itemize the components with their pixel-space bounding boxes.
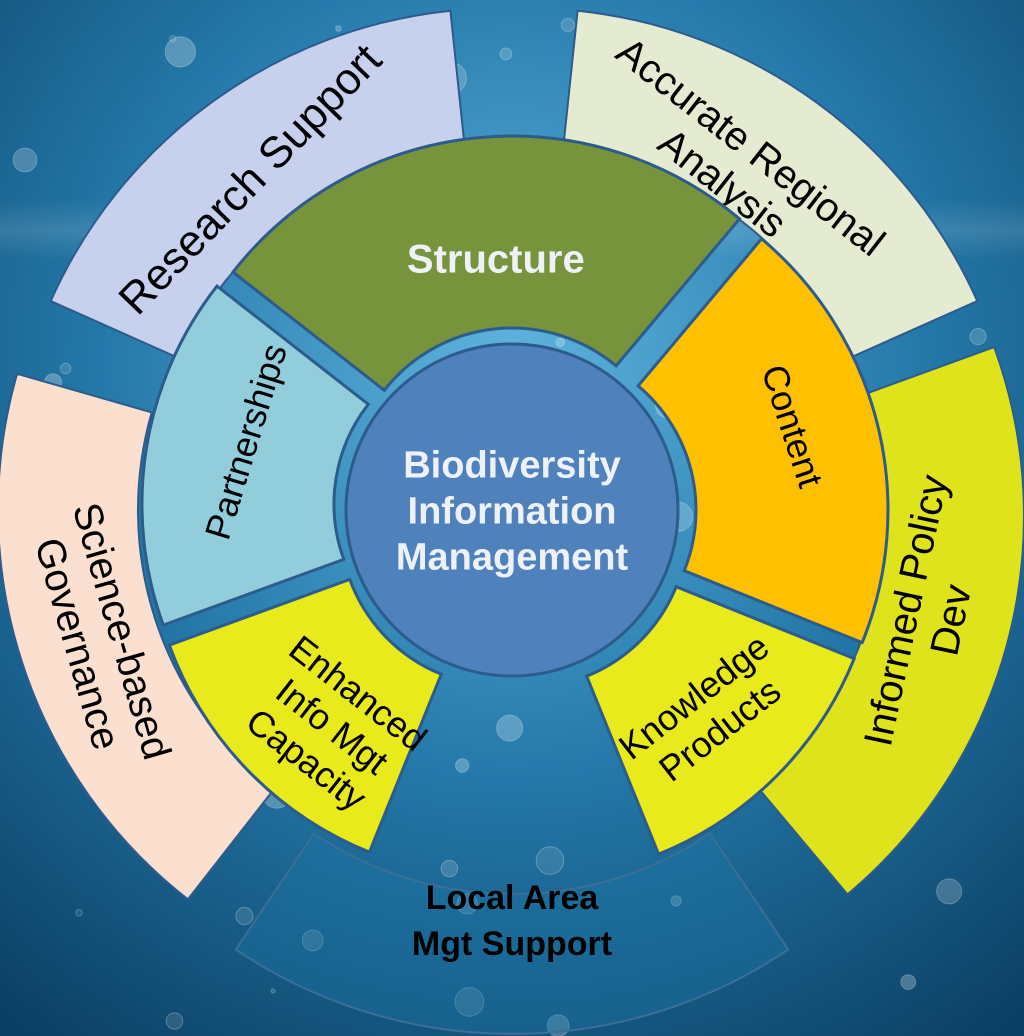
bubble — [164, 36, 196, 68]
bubble — [535, 846, 565, 875]
segment-shape — [230, 134, 742, 393]
label-line: Information — [408, 490, 617, 532]
label-line: Mgt Support — [412, 925, 612, 963]
bubble — [670, 895, 682, 907]
bubble — [555, 337, 565, 347]
bubble — [169, 35, 177, 43]
bubble — [440, 859, 459, 878]
bubble — [900, 974, 917, 990]
segment-partnerships[interactable]: Partnerships — [140, 283, 371, 628]
bubble — [301, 929, 324, 952]
bubble — [969, 328, 987, 346]
segment-shape — [234, 832, 790, 1035]
segment-shape — [635, 236, 890, 645]
bubble — [455, 758, 470, 773]
segment-structure[interactable]: Structure — [230, 134, 742, 393]
bubble — [454, 987, 485, 1017]
segment-shape — [0, 372, 276, 901]
segment-shape — [584, 584, 857, 857]
label-line: Biodiversity — [403, 444, 621, 486]
bubble — [560, 18, 575, 32]
bubble — [496, 714, 524, 742]
segment-shape — [167, 577, 444, 855]
bubble — [75, 909, 83, 917]
segment-knowledge-products[interactable]: KnowledgeProducts — [584, 584, 857, 857]
bubble — [936, 878, 963, 905]
label-line: Local Area — [426, 879, 600, 917]
label-line: Structure — [407, 238, 585, 282]
segment-content[interactable]: Content — [635, 236, 890, 645]
bubble — [12, 147, 38, 173]
label-line: Management — [396, 536, 629, 578]
segment-label: Structure — [407, 238, 585, 282]
bubble — [165, 1012, 184, 1030]
inner-ring: Structure Content KnowledgeProducts Enha… — [140, 134, 890, 857]
center-circle — [344, 342, 680, 678]
bubble — [270, 988, 276, 994]
bubble — [335, 25, 342, 32]
bubble — [59, 362, 72, 375]
bubble — [456, 893, 478, 915]
bubble — [499, 47, 513, 61]
bubble — [235, 906, 254, 926]
segment-shape — [140, 283, 371, 628]
